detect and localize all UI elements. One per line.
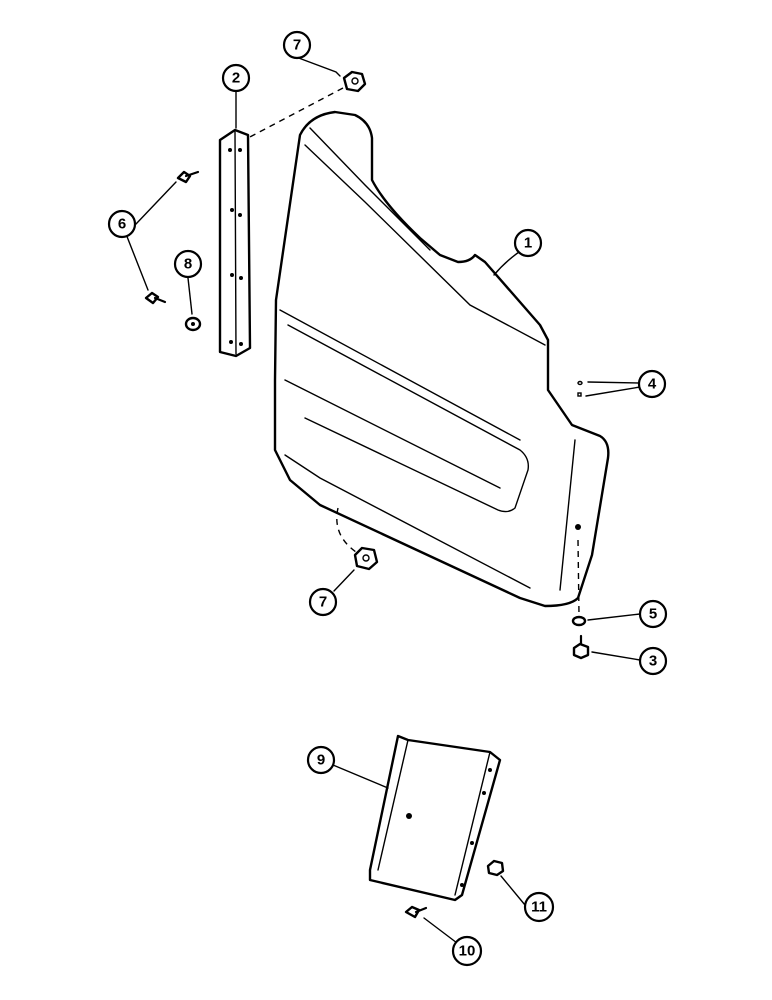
assembly-line-nut-to-panel	[336, 507, 357, 553]
leader-8	[187, 277, 193, 315]
leader-6-upper	[135, 181, 177, 225]
callout-4: 4	[637, 369, 667, 399]
svg-text:1: 1	[524, 235, 532, 252]
callout-6: 6	[107, 209, 137, 239]
leader-6-lower	[125, 233, 149, 291]
nut-top-part	[342, 70, 367, 93]
leader-3	[591, 651, 641, 661]
callout-7-bottom: 7	[308, 587, 338, 617]
leader-7-top	[295, 56, 341, 77]
assembly-line-nut-to-bracket	[247, 87, 344, 139]
bolt-part	[572, 634, 590, 660]
lower-plate-part	[368, 734, 502, 902]
bolt-lower-part	[404, 905, 428, 919]
small-washer-part	[571, 615, 587, 627]
nut-lower-part	[486, 859, 505, 877]
svg-text:4: 4	[648, 376, 657, 393]
washer-part	[184, 316, 202, 332]
nut-bottom-part	[353, 546, 379, 571]
strip-bracket-part	[218, 128, 252, 358]
svg-text:10: 10	[459, 943, 476, 960]
callout-9: 9	[306, 745, 336, 775]
clips-part	[577, 380, 583, 397]
leader-7-bottom	[333, 569, 355, 592]
leader-5	[587, 613, 641, 621]
svg-text:7: 7	[319, 594, 327, 611]
leader-1	[493, 251, 520, 276]
callout-2: 2	[221, 63, 251, 93]
svg-text:9: 9	[317, 752, 325, 769]
leader-10	[423, 917, 462, 947]
svg-text:8: 8	[184, 256, 192, 273]
callout-3: 3	[638, 646, 668, 676]
svg-text:5: 5	[649, 606, 657, 623]
callout-7-top: 7	[282, 30, 312, 60]
svg-text:2: 2	[232, 70, 240, 87]
callout-10: 10	[451, 935, 483, 967]
leader-11	[500, 875, 526, 906]
leader-4-upper	[587, 381, 641, 384]
callout-8: 8	[173, 249, 203, 279]
leader-9	[332, 764, 389, 789]
svg-text:11: 11	[531, 899, 547, 916]
callout-5: 5	[638, 599, 668, 629]
screw-lower-part	[144, 291, 167, 305]
svg-text:6: 6	[118, 216, 126, 233]
callout-11: 11	[523, 891, 555, 923]
svg-text:7: 7	[293, 37, 301, 54]
side-panel-part	[273, 110, 610, 608]
callout-1: 1	[513, 228, 543, 258]
screw-upper-part	[176, 170, 200, 184]
svg-text:3: 3	[649, 653, 657, 670]
leader-4-lower	[585, 386, 641, 397]
assembly-line-panel-to-washer	[577, 539, 580, 616]
